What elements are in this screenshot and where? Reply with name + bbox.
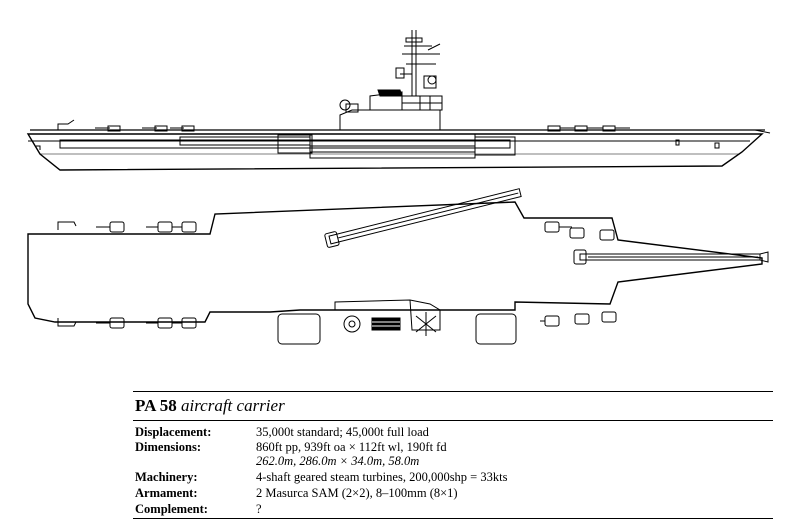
spec-label: Dimensions: — [135, 440, 201, 454]
plan-view — [27, 188, 769, 345]
spec-value-metric: 262.0m, 286.0m × 34.0m, 58.0m — [256, 454, 420, 468]
ship-type: aircraft carrier — [180, 396, 285, 415]
spec-label: Displacement: — [135, 425, 212, 439]
page-title: PA 58 aircraft carrier — [135, 396, 285, 416]
ship-designation: PA 58 — [135, 396, 177, 415]
spec-value: 2 Masurca SAM (2×2), 8–100mm (8×1) — [256, 486, 458, 500]
spec-label: Machinery: — [135, 470, 198, 484]
spec-value: ? — [256, 502, 262, 516]
spec-value: 4-shaft geared steam turbines, 200,000sh… — [256, 470, 508, 484]
bottom-rule — [133, 518, 773, 519]
spec-value: 35,000t standard; 45,000t full load — [256, 425, 429, 439]
spec-value: 860ft pp, 939ft oa × 112ft wl, 190ft fd — [256, 440, 447, 454]
ship-line-drawing — [26, 30, 771, 345]
spec-value-block: 860ft pp, 939ft oa × 112ft wl, 190ft fd … — [256, 440, 447, 468]
top-rule — [133, 391, 773, 392]
spec-label: Armament: — [135, 486, 198, 500]
title-rule — [133, 420, 773, 421]
side-profile-view — [26, 30, 771, 171]
spec-label: Complement: — [135, 502, 208, 516]
